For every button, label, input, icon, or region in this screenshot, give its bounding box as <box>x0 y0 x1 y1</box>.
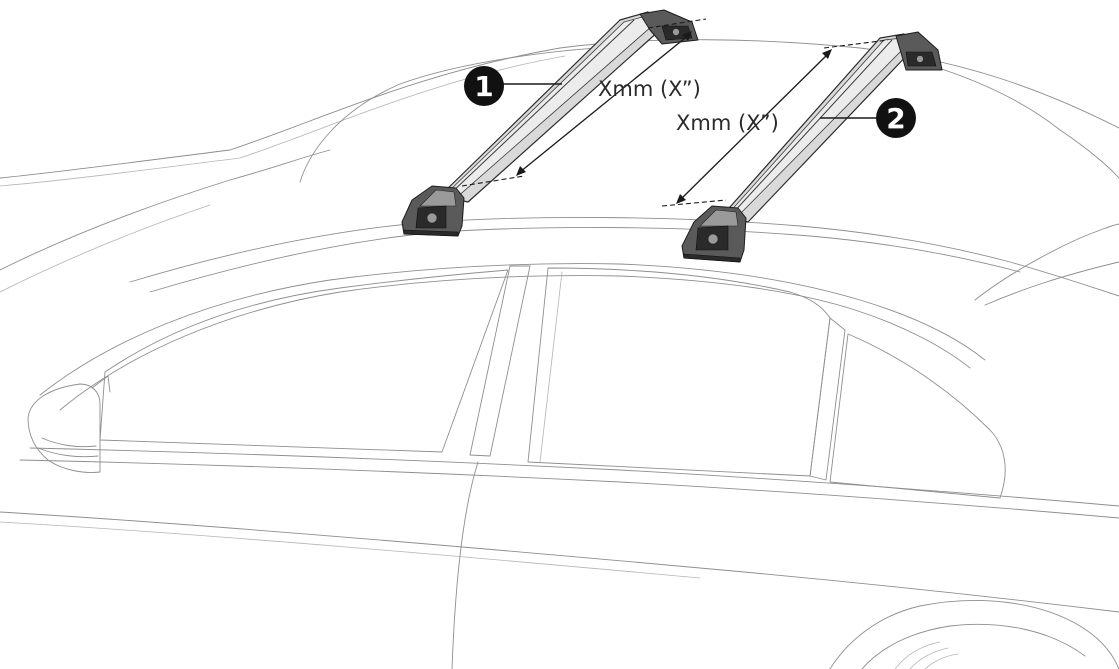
rear-door-window <box>527 267 831 477</box>
belt-line <box>29 447 1119 507</box>
roof-contour-inner <box>0 55 566 187</box>
body-crease-lower <box>0 521 701 579</box>
belt-line-lower <box>19 459 1119 519</box>
dimension-2: Xmm (X”) <box>661 39 889 207</box>
callout-1: 1 <box>464 66 562 106</box>
c-pillar <box>809 317 846 481</box>
crossbar-2 <box>681 31 943 263</box>
roof-panel-right <box>879 51 1119 179</box>
rear-wheel-arch-inner <box>861 623 1086 669</box>
crossbar-1-near-foot-cover <box>419 189 457 207</box>
dimension-1: Xmm (X”) <box>461 18 707 187</box>
dimension-1-extension-near <box>461 175 525 187</box>
dimension-1-arrow-near <box>516 166 526 176</box>
crossbar-2-far-foot-knob <box>916 55 924 63</box>
rear-door-window-inner <box>539 271 563 463</box>
crossbar-2-slot <box>731 39 893 215</box>
b-pillar-front <box>469 265 531 457</box>
dimension-2-extension-far <box>823 39 889 49</box>
dimension-1-arrow-far <box>682 31 692 41</box>
roof-side-edge-lower <box>149 227 1021 293</box>
rear-deck <box>984 261 1119 306</box>
quarter-window <box>829 333 1006 499</box>
front-window <box>99 269 509 453</box>
hood-line <box>0 204 211 293</box>
crossbar-1-top-face <box>445 15 653 199</box>
side-mirror-inner <box>37 437 99 458</box>
roof-panel <box>299 45 641 183</box>
mirror-arm <box>91 375 111 393</box>
door-cut <box>451 461 479 669</box>
crossbar-2-near-foot-knob <box>707 233 719 245</box>
roof-contour <box>0 39 1119 179</box>
window-frame-top-inner <box>59 275 971 411</box>
body-crease <box>0 511 1119 613</box>
dimension-2-extension-near <box>661 199 727 207</box>
dimension-2-label: Xmm (X”) <box>676 111 779 135</box>
callout-2-number: 2 <box>886 102 905 135</box>
side-mirror <box>27 383 101 473</box>
crossbar-1-far-foot-knob <box>672 28 680 36</box>
roof-side-edge <box>129 217 1119 297</box>
crossbar-2-near-foot-pad <box>683 253 741 263</box>
windshield-line <box>0 149 331 271</box>
dimension-1-label: Xmm (X”) <box>598 77 701 101</box>
dimension-2-arrow-near <box>676 194 686 204</box>
window-frame-top <box>39 263 986 396</box>
dimension-2-arrow-far <box>822 49 832 59</box>
callout-1-badge <box>464 66 504 106</box>
rear-wheel-arch <box>829 600 1119 669</box>
crossbar-2-near-foot-cover <box>699 209 739 227</box>
callout-2-badge <box>876 98 916 138</box>
dimension-2-line <box>679 51 831 201</box>
rear-glass <box>974 223 1119 301</box>
tire-tread <box>894 641 959 669</box>
car-outline <box>0 39 1119 669</box>
crossbar-1-near-foot-knob <box>426 212 438 224</box>
callout-2: 2 <box>820 98 916 138</box>
callout-1-number: 1 <box>474 70 493 103</box>
crossbar-1-slot <box>449 19 635 195</box>
dimension-1-line <box>519 33 691 173</box>
dimension-1-extension-far <box>647 18 707 29</box>
crossbar-1-near-foot-pad <box>403 229 459 237</box>
crossbar-1 <box>401 9 699 237</box>
